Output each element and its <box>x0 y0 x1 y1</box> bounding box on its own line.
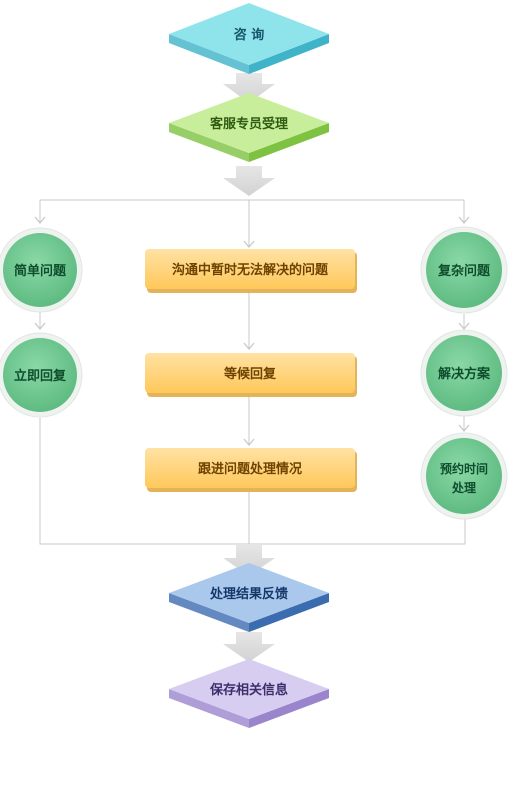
diamond-left-face <box>169 689 249 728</box>
node-label: 等候回复 <box>223 366 277 382</box>
diamond-left-face <box>169 593 249 632</box>
node-label: 沟通中暂时无法解决的问题 <box>172 262 329 278</box>
arrowhead-center <box>243 240 255 249</box>
node-label: 保存相关信息 <box>209 682 288 698</box>
node-label: 客服专员受理 <box>210 116 288 132</box>
circle-body <box>426 438 502 514</box>
diamond-left-face <box>169 34 249 74</box>
circle-body <box>3 338 77 412</box>
node-feedback: 处理结果反馈 <box>169 563 329 632</box>
bar-body <box>145 249 355 289</box>
node-label: 简单问题 <box>14 263 67 279</box>
diamond-top-face <box>169 93 329 153</box>
diamond-top-face <box>169 563 329 623</box>
node-label: 复杂问题 <box>437 263 491 279</box>
diamond-right-face <box>249 123 329 162</box>
bar-body <box>145 353 355 393</box>
diamond-right-face <box>249 34 329 74</box>
node-immediate-reply: 立即回复 <box>0 332 83 418</box>
node-wait-reply: 等候回复 <box>145 353 357 397</box>
arrowhead-solution <box>458 322 470 331</box>
node-simple-issue: 简单问题 <box>0 227 83 313</box>
node-service-accept: 客服专员受理 <box>169 93 329 162</box>
node-label: 处理结果反馈 <box>209 586 288 602</box>
arrowhead-appointment <box>458 424 470 433</box>
diamond-right-face <box>249 593 329 632</box>
connector-bottom-merge <box>39 418 466 545</box>
node-label: 跟进问题处理情况 <box>198 461 302 477</box>
arrowhead-wait <box>243 342 255 351</box>
diamond-top-face <box>169 3 329 65</box>
node-consult: 咨 询 <box>169 3 329 74</box>
arrowhead-complex <box>458 216 470 225</box>
big-arrow-2 <box>223 166 275 196</box>
circle-body <box>3 233 77 307</box>
node-label: 咨 询 <box>234 27 265 43</box>
circle-body <box>426 335 502 411</box>
arrowhead-simple <box>34 216 46 225</box>
node-label: 解决方案 <box>437 366 491 382</box>
node-solution: 解决方案 <box>420 329 508 417</box>
node-complex-issue: 复杂问题 <box>420 226 508 314</box>
diamond-top-face <box>169 659 329 719</box>
big-arrows <box>223 73 275 662</box>
node-label: 立即回复 <box>14 368 67 384</box>
big-arrow-1 <box>223 73 275 103</box>
arrowhead-reply <box>34 322 46 331</box>
diamond-right-face <box>249 689 329 728</box>
big-arrow-3 <box>223 545 275 576</box>
node-appointment: 预约时间 处理 <box>420 432 508 520</box>
node-label-line1: 预约时间 <box>440 461 488 476</box>
diamond-left-face <box>169 123 249 162</box>
node-cannot-solve: 沟通中暂时无法解决的问题 <box>145 249 357 293</box>
connector-lines <box>39 199 466 545</box>
node-follow-up: 跟进问题处理情况 <box>145 448 357 492</box>
node-save-info: 保存相关信息 <box>169 659 329 728</box>
arrowheads <box>34 216 470 447</box>
circle-body <box>426 232 502 308</box>
arrowhead-follow <box>243 438 255 447</box>
bar-body <box>145 448 355 488</box>
node-label-line2: 处理 <box>451 480 476 495</box>
big-arrow-4 <box>223 632 275 662</box>
